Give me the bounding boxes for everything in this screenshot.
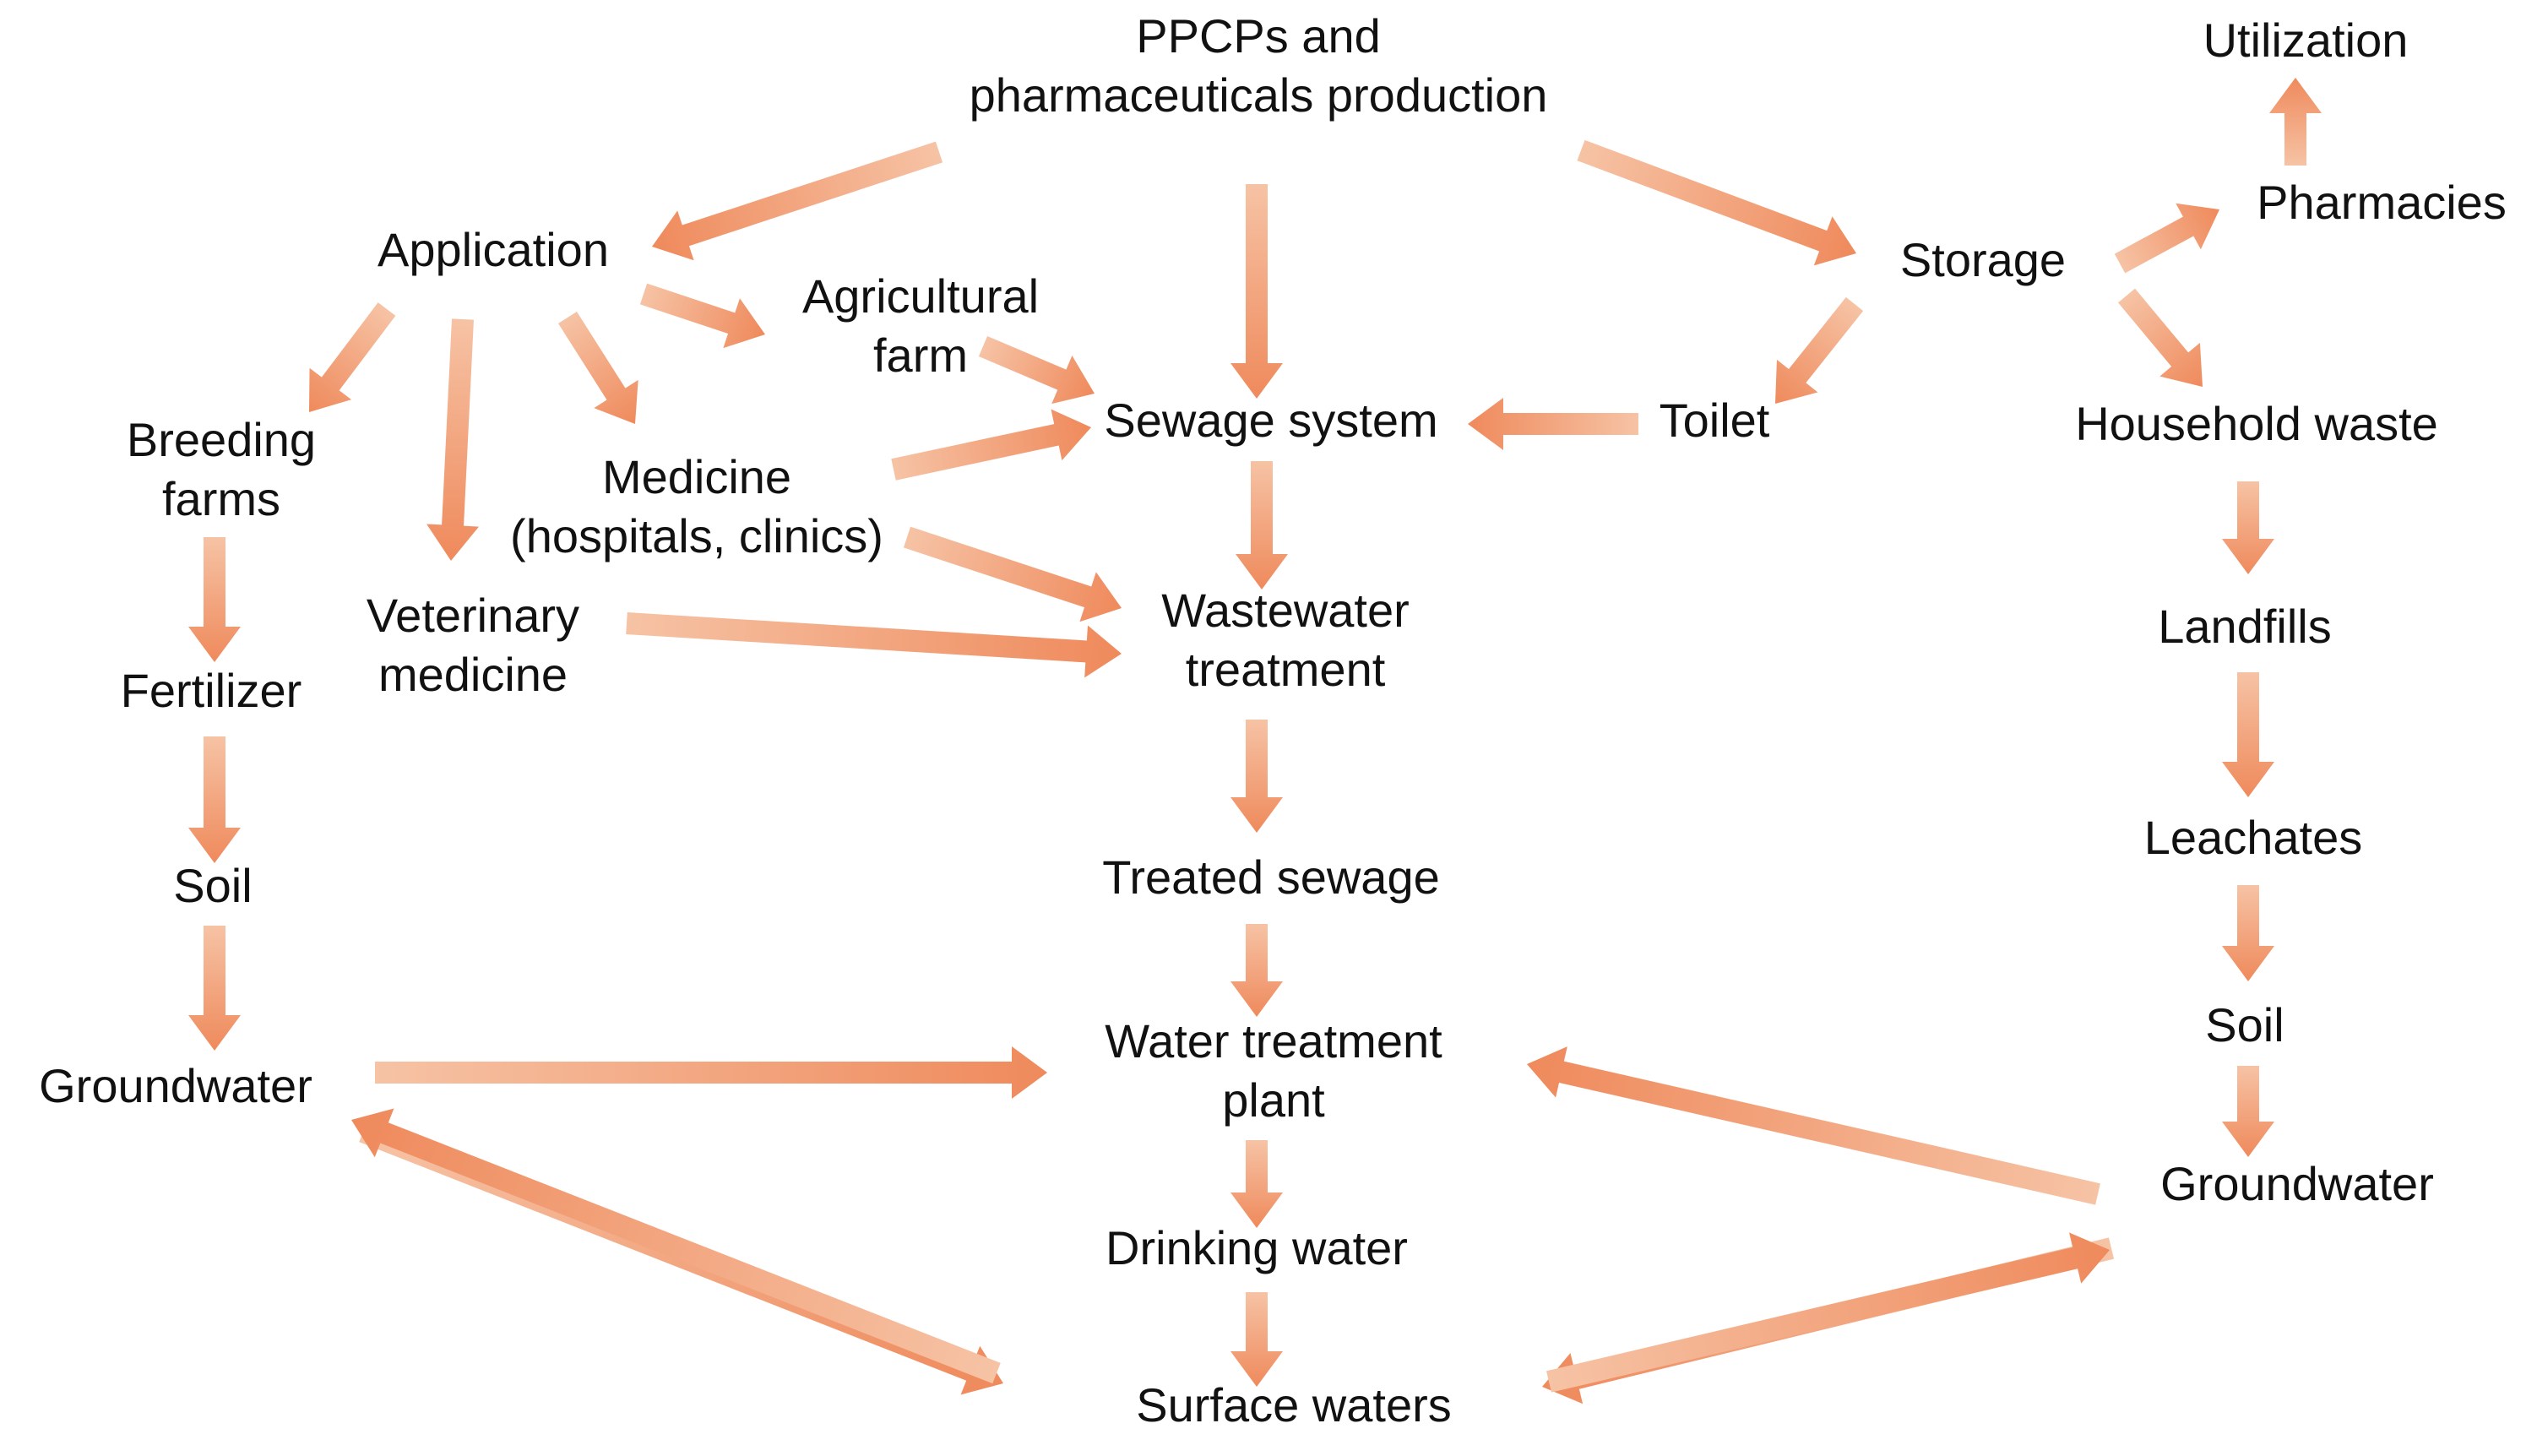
node-sewage-system-line-1: Sewage system xyxy=(1104,394,1437,447)
arrow-application-to-breeding-farms xyxy=(308,302,396,412)
arrow-toilet-to-sewage-system xyxy=(1468,398,1638,450)
node-storage: Storage xyxy=(1900,233,2066,286)
arrow-soil-right-to-groundwater-right xyxy=(2222,1066,2274,1157)
arrow-medicine-to-wastewater-treatment xyxy=(903,526,1122,622)
node-surface-waters: Surface waters xyxy=(1136,1378,1452,1432)
node-drinking-water-line-1: Drinking water xyxy=(1106,1221,1408,1274)
node-water-treatment-plant-line-2: plant xyxy=(1222,1073,1325,1127)
node-landfills: Landfills xyxy=(2158,600,2331,653)
node-fertilizer-line-1: Fertilizer xyxy=(121,664,302,717)
arrow-storage-to-toilet xyxy=(1774,296,1864,405)
arrows-layer xyxy=(188,78,2322,1404)
arrow-landfills-to-leachates xyxy=(2222,672,2274,797)
arrow-soil-left-to-groundwater-left xyxy=(188,926,241,1051)
arrow-water-treatment-plant-to-drinking-water xyxy=(1230,1140,1283,1228)
arrow-storage-to-household-waste xyxy=(2118,288,2203,387)
arrow-wastewater-treatment-to-treated-sewage xyxy=(1230,720,1283,833)
node-sewage-system: Sewage system xyxy=(1104,394,1437,447)
node-veterinary-medicine-line-2: medicine xyxy=(378,648,568,701)
node-utilization-line-1: Utilization xyxy=(2203,14,2409,67)
arrow-storage-to-pharmacies xyxy=(2114,203,2219,274)
node-medicine: Medicine (hospitals, clinics) xyxy=(510,450,883,562)
node-treated-sewage-line-1: Treated sewage xyxy=(1102,850,1440,904)
node-ppcps-production: PPCPs and pharmaceuticals production xyxy=(970,9,1548,122)
node-medicine-line-1: Medicine xyxy=(602,450,791,503)
node-agricultural-farm: Agricultural farm xyxy=(802,269,1039,382)
arrow-breeding-farms-to-fertilizer xyxy=(188,537,241,662)
arrow-ppcps-production-to-sewage-system xyxy=(1230,184,1283,399)
node-ppcps-production-line-1: PPCPs and xyxy=(1136,9,1381,62)
node-groundwater-left-line-1: Groundwater xyxy=(39,1059,312,1112)
node-breeding-farms-line-1: Breeding xyxy=(127,413,316,466)
node-agricultural-farm-line-1: Agricultural xyxy=(802,269,1039,323)
arrow-surface-waters-to-groundwater-left xyxy=(351,1108,1001,1384)
node-pharmacies: Pharmacies xyxy=(2257,176,2507,229)
node-toilet-line-1: Toilet xyxy=(1660,394,1770,447)
node-breeding-farms: Breeding farms xyxy=(127,413,316,525)
node-veterinary-medicine: Veterinary medicine xyxy=(367,589,579,701)
node-soil-left: Soil xyxy=(173,859,252,912)
node-soil-right: Soil xyxy=(2205,998,2284,1051)
node-application: Application xyxy=(378,223,609,276)
node-ppcps-production-line-2: pharmaceuticals production xyxy=(970,68,1548,122)
arrow-agricultural-farm-to-sewage-system xyxy=(978,336,1095,405)
node-fertilizer: Fertilizer xyxy=(121,664,302,717)
arrow-ppcps-production-to-storage xyxy=(1577,139,1856,266)
node-agricultural-farm-line-2: farm xyxy=(873,329,968,382)
arrow-sewage-system-to-wastewater-treatment xyxy=(1236,461,1288,589)
arrow-application-to-agricultural-farm xyxy=(639,283,765,349)
node-leachates: Leachates xyxy=(2144,811,2362,864)
node-groundwater-left: Groundwater xyxy=(39,1059,312,1112)
arrow-application-to-medicine xyxy=(558,312,638,424)
node-wastewater-treatment: Wastewater treatment xyxy=(1161,584,1410,696)
arrow-veterinary-medicine-to-wastewater-treatment xyxy=(626,612,1122,678)
arrow-leachates-to-soil-right xyxy=(2222,885,2274,981)
node-application-line-1: Application xyxy=(378,223,609,276)
arrow-application-to-veterinary-medicine xyxy=(426,318,480,561)
node-wastewater-treatment-line-1: Wastewater xyxy=(1161,584,1410,637)
node-surface-waters-line-1: Surface waters xyxy=(1136,1378,1452,1432)
arrow-surface-waters-to-groundwater-right xyxy=(1546,1232,2110,1393)
arrow-household-waste-to-landfills xyxy=(2222,481,2274,574)
arrow-groundwater-left-to-water-treatment-plant xyxy=(375,1046,1047,1099)
node-water-treatment-plant-line-1: Water treatment xyxy=(1105,1014,1442,1068)
node-treated-sewage: Treated sewage xyxy=(1102,850,1440,904)
node-breeding-farms-line-2: farms xyxy=(162,472,280,525)
arrow-ppcps-production-to-application xyxy=(652,141,943,261)
node-pharmacies-line-1: Pharmacies xyxy=(2257,176,2507,229)
node-drinking-water: Drinking water xyxy=(1106,1221,1408,1274)
arrow-treated-sewage-to-water-treatment-plant xyxy=(1230,924,1283,1017)
arrow-drinking-water-to-surface-waters xyxy=(1230,1292,1283,1387)
node-groundwater-right-line-1: Groundwater xyxy=(2160,1157,2434,1210)
arrow-groundwater-right-to-water-treatment-plant xyxy=(1526,1046,2100,1205)
node-utilization: Utilization xyxy=(2203,14,2409,67)
node-medicine-line-2: (hospitals, clinics) xyxy=(510,509,883,562)
node-landfills-line-1: Landfills xyxy=(2158,600,2331,653)
node-toilet: Toilet xyxy=(1660,394,1770,447)
node-leachates-line-1: Leachates xyxy=(2144,811,2362,864)
node-soil-left-line-1: Soil xyxy=(173,859,252,912)
node-groundwater-right: Groundwater xyxy=(2160,1157,2434,1210)
node-household-waste-line-1: Household waste xyxy=(2075,397,2438,450)
node-veterinary-medicine-line-1: Veterinary xyxy=(367,589,579,642)
node-wastewater-treatment-line-2: treatment xyxy=(1186,643,1386,696)
arrow-fertilizer-to-soil-left xyxy=(188,736,241,863)
node-storage-line-1: Storage xyxy=(1900,233,2066,286)
arrow-pharmacies-to-utilization xyxy=(2269,78,2322,166)
node-soil-right-line-1: Soil xyxy=(2205,998,2284,1051)
labels-layer: PPCPs and pharmaceuticals production Utili… xyxy=(39,9,2507,1432)
arrow-medicine-to-sewage-system xyxy=(891,409,1091,481)
node-household-waste: Household waste xyxy=(2075,397,2438,450)
